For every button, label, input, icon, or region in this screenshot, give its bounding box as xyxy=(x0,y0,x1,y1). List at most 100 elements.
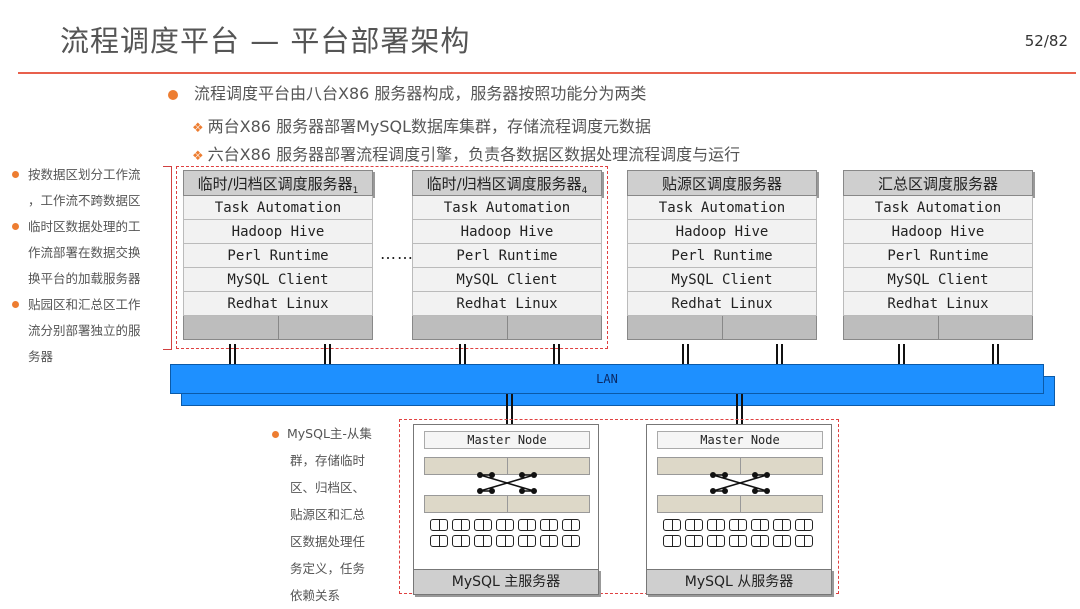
layer-redhat-linux: Redhat Linux xyxy=(843,292,1033,316)
disk-icon xyxy=(795,519,813,531)
ellipsis: …… xyxy=(380,244,414,263)
disk-icon xyxy=(562,535,580,547)
layer-hadoop-hive: Hadoop Hive xyxy=(183,220,373,244)
sub-bullet-2: ❖六台X86 服务器部署流程调度引擎，负责各数据区数据处理流程调度与运行 xyxy=(192,145,741,164)
layer-redhat-linux: Redhat Linux xyxy=(183,292,373,316)
disk-icon xyxy=(474,535,492,547)
network-connector xyxy=(776,344,783,364)
bullet-dot-icon xyxy=(12,171,19,178)
disk-icon xyxy=(540,519,558,531)
disk-icon xyxy=(707,519,725,531)
network-connector xyxy=(682,344,689,364)
main-bullet: 流程调度平台由八台X86 服务器构成，服务器按照功能分为两类 xyxy=(168,80,646,104)
layer-task-automation: Task Automation xyxy=(843,196,1033,220)
lan-bar: LAN xyxy=(170,364,1044,394)
disk-icon xyxy=(452,519,470,531)
server-header: 临时/归档区调度服务器4 xyxy=(412,170,602,196)
page-number: 52/82 xyxy=(1024,32,1068,50)
title-divider xyxy=(18,72,1076,74)
replication-cross-icon xyxy=(710,472,770,494)
layer-task-automation: Task Automation xyxy=(412,196,602,220)
replication-cross-icon xyxy=(477,472,537,494)
disk-icon xyxy=(773,519,791,531)
diamond-bullet-icon: ❖ xyxy=(192,149,204,164)
node-strip xyxy=(424,495,590,513)
server-footer xyxy=(843,316,1033,340)
server-header: 贴源区调度服务器 xyxy=(627,170,817,196)
server-header: 汇总区调度服务器 xyxy=(843,170,1033,196)
layer-hadoop-hive: Hadoop Hive xyxy=(627,220,817,244)
disk-icon xyxy=(430,535,448,547)
disk-icon xyxy=(518,519,536,531)
server-source: 贴源区调度服务器 Task Automation Hadoop Hive Per… xyxy=(627,170,817,340)
bullet-dot-icon xyxy=(12,301,19,308)
server-header: 临时/归档区调度服务器1 xyxy=(183,170,373,196)
network-connector xyxy=(229,344,236,364)
disk-icon xyxy=(663,519,681,531)
mysql-slave-label: MySQL 从服务器 xyxy=(646,569,832,595)
bullet-dot-icon xyxy=(168,89,178,100)
disk-icon xyxy=(751,519,769,531)
layer-perl-runtime: Perl Runtime xyxy=(843,244,1033,268)
server-footer xyxy=(412,316,602,340)
server-temp-archive-4: 临时/归档区调度服务器4 Task Automation Hadoop Hive… xyxy=(412,170,602,340)
layer-mysql-client: MySQL Client xyxy=(412,268,602,292)
sub-bullet-1: ❖两台X86 服务器部署MySQL数据库集群，存储流程调度元数据 xyxy=(192,117,652,136)
disk-array xyxy=(430,519,590,547)
master-node: Master Node xyxy=(657,431,823,449)
layer-task-automation: Task Automation xyxy=(627,196,817,220)
left-note-2: 临时区数据处理的工 作流部署在数据交换 换平台的加载服务器 xyxy=(10,214,160,292)
network-connector xyxy=(459,344,466,364)
layer-redhat-linux: Redhat Linux xyxy=(627,292,817,316)
slide-title: 流程调度平台 — 平台部署架构 xyxy=(60,24,471,58)
disk-icon xyxy=(562,519,580,531)
network-connector xyxy=(898,344,905,364)
network-connector xyxy=(324,344,331,364)
layer-redhat-linux: Redhat Linux xyxy=(412,292,602,316)
server-footer xyxy=(183,316,373,340)
network-connector xyxy=(553,344,560,364)
server-temp-archive-1: 临时/归档区调度服务器1 Task Automation Hadoop Hive… xyxy=(183,170,373,340)
mysql-master-server: Master Node MySQL 主服务器 xyxy=(413,424,599,595)
mysql-cluster-group xyxy=(399,419,839,594)
bullet-dot-icon xyxy=(12,223,19,230)
node-strip xyxy=(424,457,590,475)
layer-mysql-client: MySQL Client xyxy=(183,268,373,292)
disk-icon xyxy=(685,519,703,531)
left-note-3: 贴园区和汇总区工作 流分别部署独立的服 务器 xyxy=(10,292,160,370)
disk-icon xyxy=(795,535,813,547)
layer-mysql-client: MySQL Client xyxy=(627,268,817,292)
disk-icon xyxy=(663,535,681,547)
layer-hadoop-hive: Hadoop Hive xyxy=(412,220,602,244)
note-bracket xyxy=(163,166,172,350)
left-notes: 按数据区划分工作流 ，工作流不跨数据区 临时区数据处理的工 作流部署在数据交换 … xyxy=(10,162,160,370)
disk-icon xyxy=(729,535,747,547)
layer-hadoop-hive: Hadoop Hive xyxy=(843,220,1033,244)
disk-icon xyxy=(751,535,769,547)
bullet-dot-icon xyxy=(272,431,279,438)
layer-task-automation: Task Automation xyxy=(183,196,373,220)
disk-icon xyxy=(707,535,725,547)
temp-archive-group xyxy=(176,166,608,349)
mysql-master-label: MySQL 主服务器 xyxy=(413,569,599,595)
node-strip xyxy=(657,457,823,475)
server-summary: 汇总区调度服务器 Task Automation Hadoop Hive Per… xyxy=(843,170,1033,340)
mysql-note: MySQL主-从集 群，存储临时 区、归档区、 贴源区和汇总 区数据处理任 务定… xyxy=(272,420,382,609)
disk-array xyxy=(663,519,823,547)
diamond-bullet-icon: ❖ xyxy=(192,121,204,136)
master-node: Master Node xyxy=(424,431,590,449)
disk-icon xyxy=(540,535,558,547)
server-footer xyxy=(627,316,817,340)
disk-icon xyxy=(452,535,470,547)
layer-mysql-client: MySQL Client xyxy=(843,268,1033,292)
left-note-1: 按数据区划分工作流 ，工作流不跨数据区 xyxy=(10,162,160,214)
disk-icon xyxy=(518,535,536,547)
mysql-slave-server: Master Node MySQL 从服务器 xyxy=(646,424,832,595)
disk-icon xyxy=(430,519,448,531)
disk-icon xyxy=(773,535,791,547)
disk-icon xyxy=(496,519,514,531)
node-strip xyxy=(657,495,823,513)
network-connector xyxy=(506,394,513,426)
disk-icon xyxy=(685,535,703,547)
disk-icon xyxy=(496,535,514,547)
